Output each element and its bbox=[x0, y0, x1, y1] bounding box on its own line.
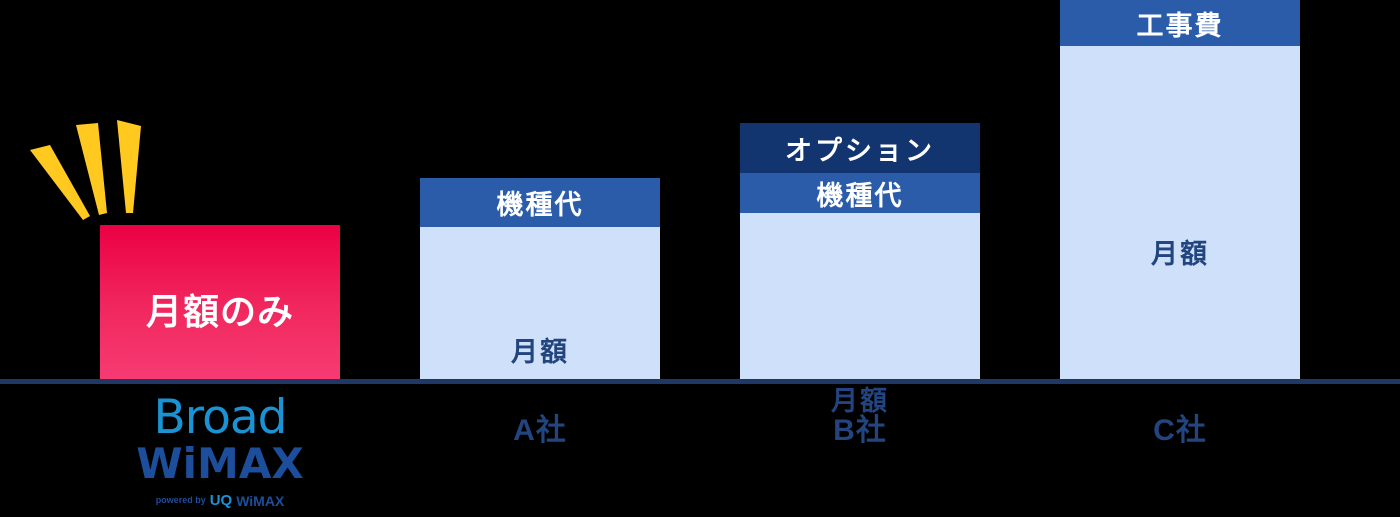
category-label-b: B社 bbox=[833, 414, 887, 447]
logo-powered-by: powered by UQ WiMAX bbox=[100, 493, 340, 508]
segment-monthly-fee: 月額 bbox=[740, 213, 980, 416]
bar-company-b: オプション 機種代 月額 bbox=[740, 123, 980, 416]
segment-option-fee: オプション bbox=[740, 123, 980, 174]
category-label-a: A社 bbox=[513, 414, 567, 447]
segment-device-fee: 機種代 bbox=[740, 173, 980, 213]
emphasis-burst-icon bbox=[10, 108, 170, 223]
logo-uq-wimax-mark: WiMAX bbox=[236, 492, 285, 509]
bar-broad-wimax: 月額のみ bbox=[100, 225, 340, 379]
burst-ray-middle bbox=[76, 123, 107, 215]
logo-uq-mark: UQ bbox=[209, 492, 233, 509]
logo-text-wimax: WiMAX bbox=[136, 439, 304, 488]
axis-baseline bbox=[0, 379, 1400, 384]
segment-device-fee: 機種代 bbox=[420, 178, 660, 227]
category-label-c: C社 bbox=[1153, 414, 1207, 447]
segment-monthly-only: 月額のみ bbox=[100, 225, 340, 379]
bar-company-a: 機種代 月額 bbox=[420, 178, 660, 379]
segment-setup-fee: 工事費 bbox=[1060, 0, 1300, 46]
bar-company-c: 工事費 月額 bbox=[1060, 0, 1300, 379]
logo-powered-prefix: powered by bbox=[155, 495, 206, 505]
burst-ray-right bbox=[117, 120, 141, 213]
segment-monthly-fee: 月額 bbox=[420, 227, 660, 379]
logo-text-broad: Broad bbox=[153, 390, 288, 445]
burst-ray-left bbox=[30, 145, 90, 220]
segment-monthly-fee: 月額 bbox=[1060, 46, 1300, 379]
broad-wimax-logo: Broad WiMAX powered by UQ WiMAX bbox=[100, 394, 340, 508]
